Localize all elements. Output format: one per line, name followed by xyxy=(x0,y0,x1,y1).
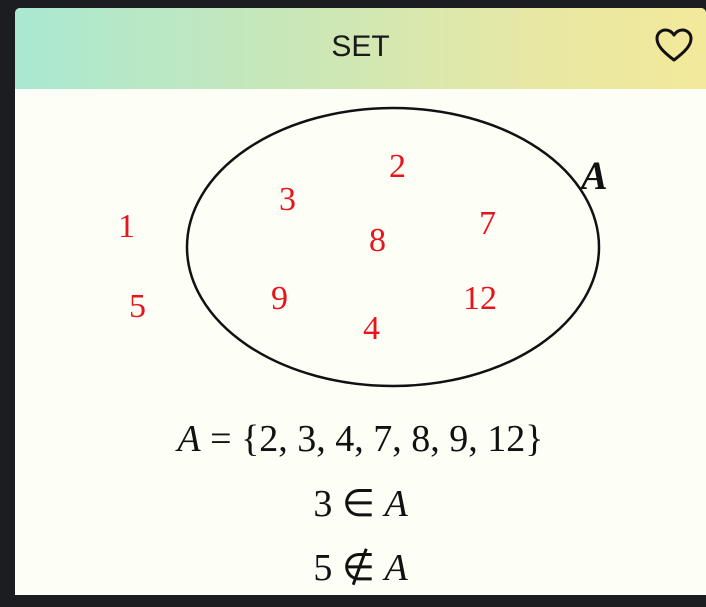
membership-left: 3 ∈ xyxy=(313,483,385,525)
card-header: SET xyxy=(15,8,706,89)
non-membership-left: 5 ∉ xyxy=(313,547,385,589)
non-membership-statement: 5 ∉ A xyxy=(15,549,706,587)
venn-diagram xyxy=(185,106,601,388)
set-symbol: A xyxy=(384,547,408,589)
set-symbol: A xyxy=(384,483,408,525)
set-definition-rhs: = {2, 3, 4, 7, 8, 9, 12} xyxy=(210,418,544,460)
membership-statement: 3 ∈ A xyxy=(15,485,706,523)
card-title: SET xyxy=(331,30,390,63)
set-a-ellipse xyxy=(185,106,601,388)
inside-element: 8 xyxy=(369,222,386,259)
heart-outline-icon[interactable] xyxy=(654,26,694,66)
inside-element: 2 xyxy=(389,148,406,185)
outside-element: 5 xyxy=(129,288,146,325)
set-symbol: A xyxy=(177,418,201,460)
inside-element: 3 xyxy=(279,181,296,218)
inside-element: 12 xyxy=(463,280,497,317)
inside-element: 9 xyxy=(271,280,288,317)
outside-element: 1 xyxy=(118,208,135,245)
set-a-label: A xyxy=(581,153,608,198)
set-card: SET A 1 5 2 3 8 7 9 4 12 A = {2, 3, 4, 7… xyxy=(15,8,706,595)
set-definition: A = {2, 3, 4, 7, 8, 9, 12} xyxy=(15,420,706,458)
inside-element: 7 xyxy=(479,205,496,242)
inside-element: 4 xyxy=(363,310,380,347)
